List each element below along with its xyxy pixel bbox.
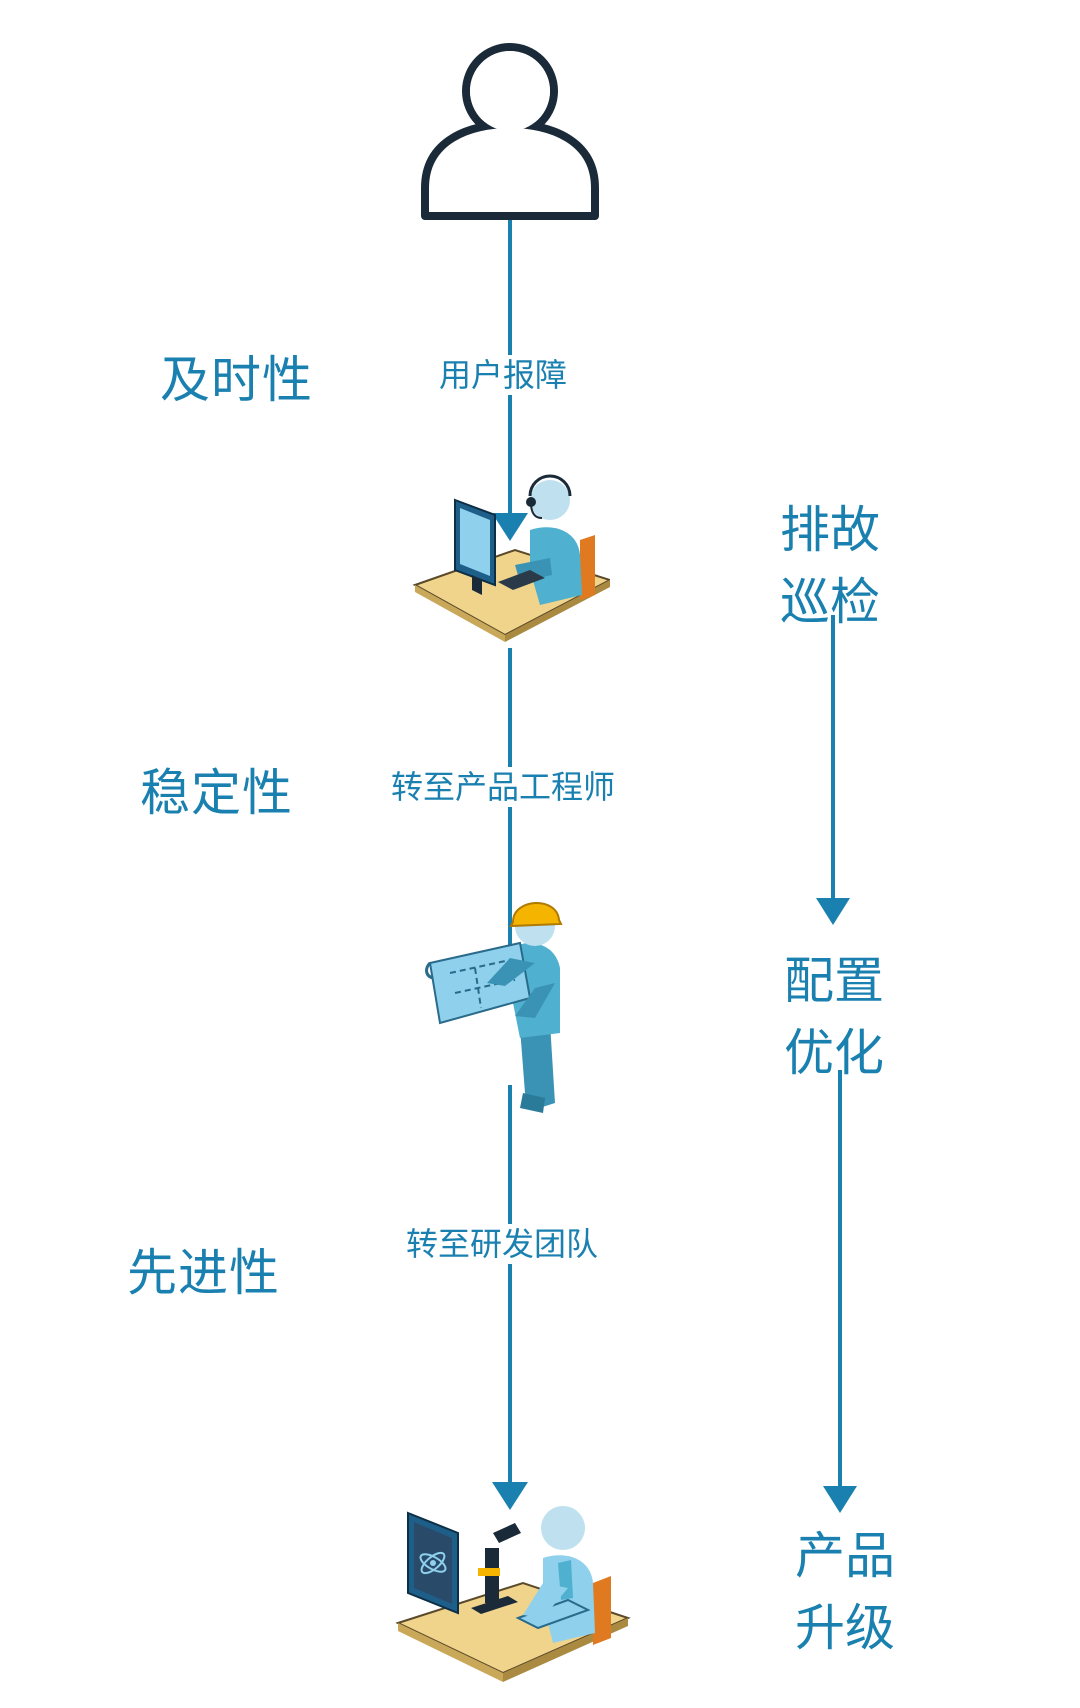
- main-arrowhead-1: [492, 513, 528, 541]
- user-icon: [421, 43, 599, 220]
- side-block-3-line-1: 产品: [795, 1527, 895, 1585]
- property-stability: 稳定性: [140, 764, 293, 822]
- researcher-with-microscope-icon: [395, 1506, 631, 1682]
- side-arrowhead-2: [823, 1486, 857, 1513]
- property-timeliness: 及时性: [160, 351, 313, 409]
- step-label-to-product-engineer: 转至产品工程师: [389, 767, 618, 807]
- side-block-config-optimize: 配置 优化: [784, 945, 884, 1089]
- side-block-3-line-2: 升级: [795, 1599, 895, 1657]
- engineer-with-blueprint-icon: [425, 902, 563, 1113]
- side-block-1-line-1: 排故: [780, 501, 880, 559]
- side-block-1-line-2: 巡检: [780, 573, 880, 631]
- side-block-2-line-1: 配置: [784, 952, 884, 1010]
- property-advancement: 先进性: [127, 1244, 280, 1302]
- step-label-report: 用户报障: [437, 355, 570, 395]
- main-arrowhead-3: [492, 1482, 528, 1510]
- step-label-to-rd-team: 转至研发团队: [404, 1224, 601, 1264]
- side-block-product-upgrade: 产品 升级: [795, 1520, 895, 1664]
- support-agent-icon: [412, 474, 610, 642]
- side-arrowhead-1: [816, 898, 850, 925]
- side-block-2-line-2: 优化: [784, 1024, 884, 1082]
- side-block-troubleshoot-inspect: 排故 巡检: [780, 494, 880, 638]
